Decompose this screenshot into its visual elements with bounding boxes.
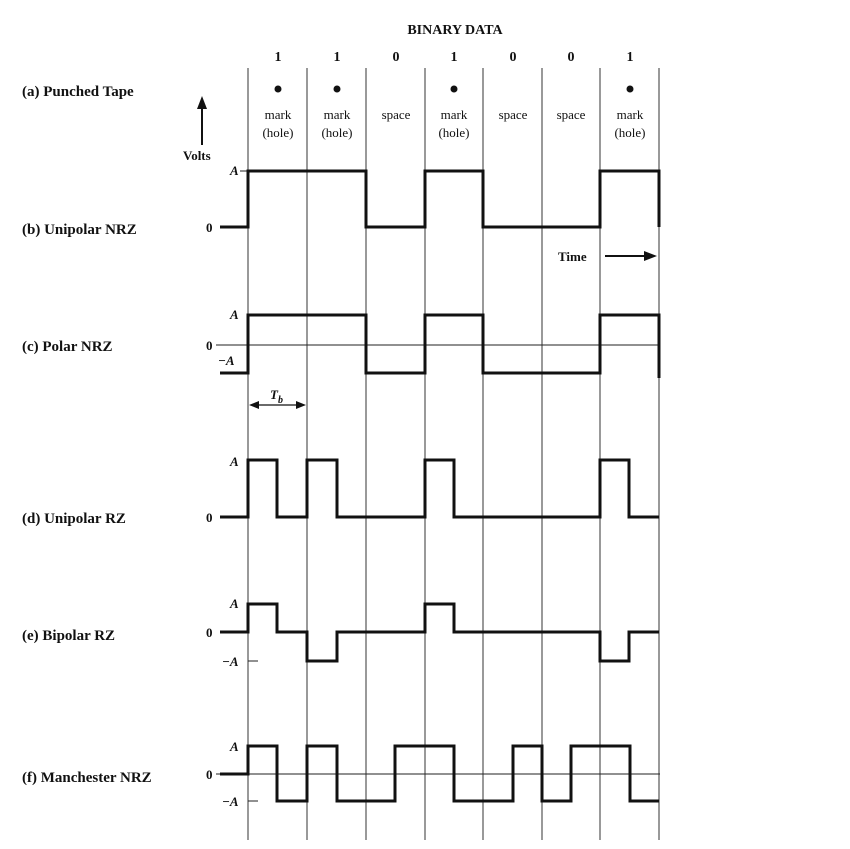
hole-dot-icon <box>333 85 341 93</box>
bit-period-marker: Tb <box>249 387 306 409</box>
unipolar-rz-row: (d) Unipolar RZ A 0 <box>22 454 659 527</box>
bit-label: 1 <box>334 50 341 65</box>
tape-mark-label: mark <box>441 107 468 122</box>
punched-tape-row: (a) Punched Tape mark (hole) mark (hole)… <box>22 84 646 140</box>
volts-label: Volts <box>183 148 211 163</box>
time-axis: Time <box>558 249 657 264</box>
tape-mark-label: mark <box>324 107 351 122</box>
tape-mark-label: mark <box>265 107 292 122</box>
level-label-zero: 0 <box>206 767 213 782</box>
level-label-neg-a: −A <box>222 654 239 669</box>
unipolar-nrz-waveform <box>220 169 661 229</box>
polar-nrz-waveform <box>220 313 661 378</box>
row-label-punched-tape: (a) Punched Tape <box>22 84 134 100</box>
level-label-a: A <box>229 454 239 469</box>
hole-dot-icon <box>626 85 634 93</box>
bit-labels: 1 1 0 1 0 0 1 <box>275 50 634 65</box>
hole-dot-icon <box>274 85 282 93</box>
bit-label: 0 <box>568 50 575 65</box>
bit-period-left-arrow-icon <box>249 401 259 409</box>
polar-nrz-row: (c) Polar NRZ A 0 −A Tb <box>22 307 661 409</box>
bit-label: 1 <box>451 50 458 65</box>
unipolar-rz-waveform <box>220 458 659 519</box>
bit-period-symbol: T <box>270 387 279 402</box>
level-label-neg-a: −A <box>222 794 239 809</box>
bit-label: 0 <box>510 50 517 65</box>
level-label-zero: 0 <box>206 338 213 353</box>
level-label-a: A <box>229 596 239 611</box>
tape-mark-label: mark <box>617 107 644 122</box>
bit-period-label: Tb <box>270 387 283 406</box>
level-label-a: A <box>229 163 239 178</box>
level-label-neg-a: −A <box>218 353 235 368</box>
bit-period-right-arrow-icon <box>296 401 306 409</box>
time-arrow-icon <box>644 251 657 261</box>
bipolar-rz-waveform <box>220 602 659 663</box>
bit-label: 0 <box>393 50 400 65</box>
tape-space-label: space <box>382 107 411 122</box>
tape-hole-label: (hole) <box>262 125 293 140</box>
tape-space-label: space <box>499 107 528 122</box>
bit-label: 1 <box>627 50 634 65</box>
hole-dot-icon <box>450 85 458 93</box>
row-label-polar-nrz: (c) Polar NRZ <box>22 339 113 355</box>
level-label-zero: 0 <box>206 220 213 235</box>
level-label-zero: 0 <box>206 510 213 525</box>
row-label-manchester-nrz: (f) Manchester NRZ <box>22 770 152 786</box>
manchester-nrz-waveform <box>220 744 659 803</box>
tape-space-label: space <box>557 107 586 122</box>
tape-hole-label: (hole) <box>321 125 352 140</box>
row-label-unipolar-nrz: (b) Unipolar NRZ <box>22 222 137 238</box>
manchester-nrz-row: (f) Manchester NRZ A 0 −A <box>22 739 660 809</box>
bit-period-subscript: b <box>278 395 283 406</box>
tape-hole-label: (hole) <box>438 125 469 140</box>
level-label-a: A <box>229 739 239 754</box>
bit-label: 1 <box>275 50 282 65</box>
level-label-zero: 0 <box>206 625 213 640</box>
binary-data-title: BINARY DATA <box>407 23 503 38</box>
bit-boundary-lines <box>247 68 660 840</box>
tape-hole-label: (hole) <box>614 125 645 140</box>
level-label-a: A <box>229 307 239 322</box>
unipolar-nrz-row: (b) Unipolar NRZ A 0 <box>22 163 661 238</box>
time-label: Time <box>558 249 587 264</box>
volts-arrow-icon <box>197 96 207 109</box>
row-label-bipolar-rz: (e) Bipolar RZ <box>22 628 115 644</box>
bipolar-rz-row: (e) Bipolar RZ A 0 −A <box>22 596 659 669</box>
row-label-unipolar-rz: (d) Unipolar RZ <box>22 511 126 527</box>
volts-axis: Volts <box>183 96 211 163</box>
